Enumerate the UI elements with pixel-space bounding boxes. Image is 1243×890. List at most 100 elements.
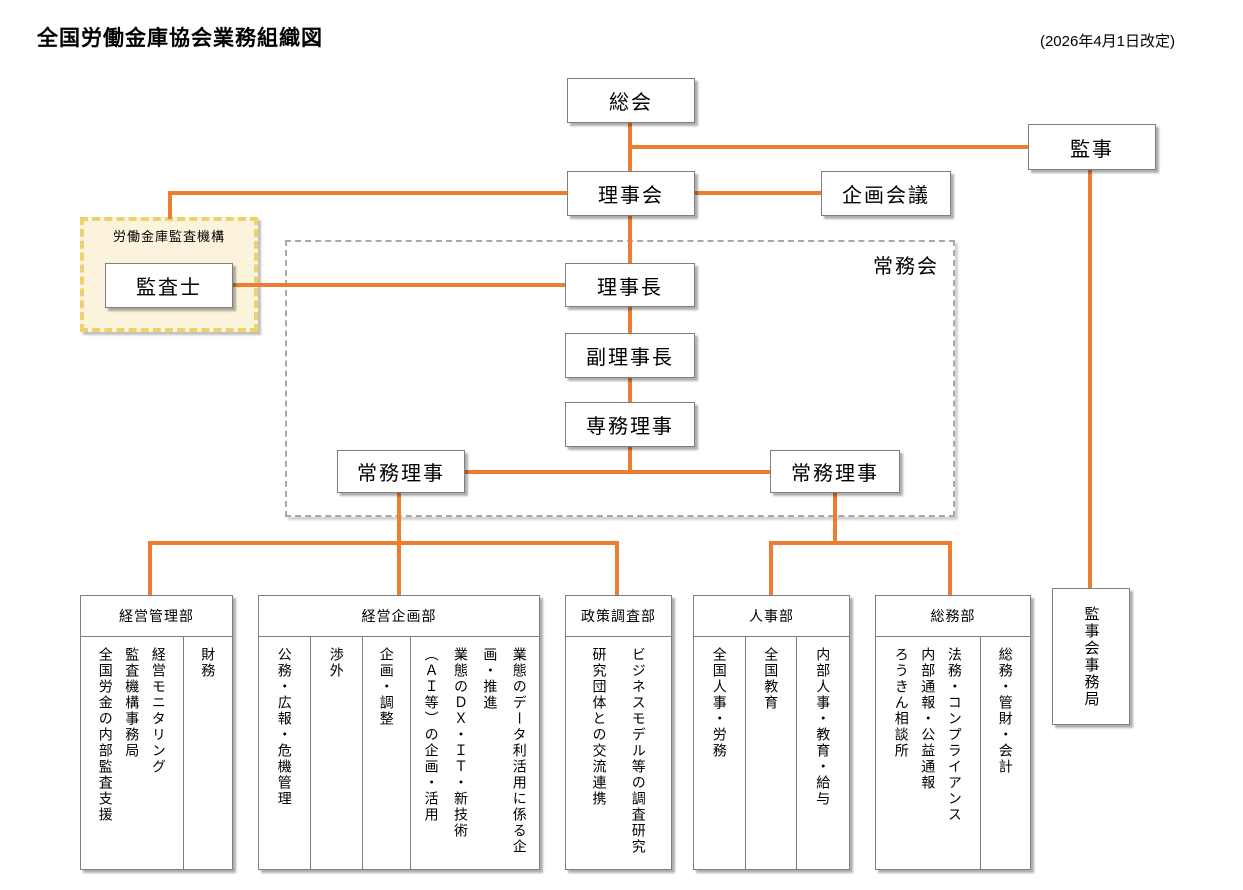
dept-function: 公務・広報・危機管理 — [276, 647, 293, 807]
dept-function: 法務・コンプライアンス — [946, 647, 963, 823]
dept-col: 経営モニタリング 監査機構事務局 全国労金の内部監査支援 — [81, 637, 184, 869]
connector-drop-keieikanri — [148, 541, 152, 595]
dept-functions: 全国教育 — [758, 647, 785, 711]
box-audit-officer: 監査士 — [105, 263, 233, 308]
box-board-of-directors: 理事会 — [567, 171, 695, 216]
dept-function: 総務・管財・会計 — [997, 647, 1014, 775]
box-senior-managing-director-label: 専務理事 — [586, 416, 674, 438]
dept-human-resources: 人事部 全国人事・労務 全国教育 内部人事・教育・給与 — [693, 595, 850, 870]
dept-general-affairs-title: 総務部 — [876, 596, 1030, 637]
connector-kansashi-rijicho — [233, 283, 565, 287]
dept-col: 公務・広報・危機管理 — [259, 637, 311, 869]
dept-col: 総務・管財・会計 — [981, 637, 1030, 869]
dept-functions: 業態のデータ利活用に係る企画・推進 業態のＤＸ・ＩＴ・新技術（ＡＩ等）の企画・活… — [416, 647, 534, 865]
dept-functions: 法務・コンプライアンス 内部通報・公益通報 ろうきん相談所 — [888, 647, 968, 823]
dept-function: 財務 — [200, 647, 217, 679]
box-managing-director-right-label: 常務理事 — [791, 463, 879, 485]
connector-drop-soumu — [948, 541, 952, 595]
dept-policy-research-body: ビジネスモデル等の調査研究 研究団体との交流連携 — [566, 637, 671, 869]
dept-general-affairs: 総務部 法務・コンプライアンス 内部通報・公益通報 ろうきん相談所 総務・管財・… — [875, 595, 1031, 870]
revision-date: (2026年4月1日改定) — [1039, 33, 1175, 50]
box-managing-director-left-label: 常務理事 — [357, 463, 445, 485]
dept-function: 内部人事・教育・給与 — [815, 647, 832, 807]
dept-col: 企画・調整 — [363, 637, 411, 869]
dept-functions: 企画・調整 — [373, 647, 400, 727]
box-planning-council-label: 企画会議 — [842, 185, 930, 207]
box-president: 理事長 — [565, 263, 695, 307]
box-senior-managing-director: 専務理事 — [565, 402, 695, 447]
dept-management-administration-body: 経営モニタリング 監査機構事務局 全国労金の内部監査支援 財務 — [81, 637, 232, 869]
connector-rijicho-fukurijicho — [628, 307, 632, 333]
box-general-meeting: 総会 — [567, 78, 695, 123]
dept-function: 業態のデータ利活用に係る企画・推進 — [482, 647, 528, 855]
connector-jomu-bridge — [465, 470, 770, 474]
box-vice-president: 副理事長 — [565, 333, 695, 378]
dept-function: 業態のＤＸ・ＩＴ・新技術（ＡＩ等）の企画・活用 — [423, 647, 469, 839]
dept-functions: 全国人事・労務 — [706, 647, 733, 759]
dept-management-administration: 経営管理部 経営モニタリング 監査機構事務局 全国労金の内部監査支援 財務 — [80, 595, 233, 870]
connector-rijikai-auditorg-h — [168, 191, 567, 195]
dept-function: 監査機構事務局 — [124, 647, 141, 759]
connector-to-kanji — [630, 145, 1028, 149]
dept-management-planning-body: 公務・広報・危機管理 渉外 企画・調整 業態のデータ利活用に係る企画・推進 業態… — [259, 637, 539, 869]
dept-policy-research: 政策調査部 ビジネスモデル等の調査研究 研究団体との交流連携 — [565, 595, 672, 870]
box-managing-director-left: 常務理事 — [337, 450, 465, 493]
box-managing-director-right: 常務理事 — [770, 450, 900, 493]
dept-functions: 内部人事・教育・給与 — [810, 647, 837, 807]
dept-col: 業態のデータ利活用に係る企画・推進 業態のＤＸ・ＩＴ・新技術（ＡＩ等）の企画・活… — [411, 637, 539, 869]
dept-function: 全国労金の内部監査支援 — [97, 647, 114, 823]
page-title: 全国労働金庫協会業務組織図 — [37, 27, 323, 50]
connector-rijikai-auditorg-v — [168, 191, 172, 219]
dept-function: 企画・調整 — [378, 647, 395, 727]
dept-col: 財務 — [184, 637, 232, 869]
dept-function: ビジネスモデル等の調査研究 — [630, 647, 647, 855]
box-audit-officer-label: 監査士 — [136, 277, 202, 299]
box-president-label: 理事長 — [597, 276, 663, 299]
box-general-meeting-label: 総会 — [609, 92, 653, 114]
box-auditors-secretariat-label: 監事会事務局 — [1082, 605, 1100, 708]
dept-management-planning-title: 経営企画部 — [259, 596, 539, 637]
connector-drop-seisaku — [615, 541, 619, 595]
dept-functions: 公務・広報・危機管理 — [271, 647, 298, 807]
dept-function: 全国教育 — [763, 647, 780, 711]
dept-function: 渉外 — [328, 647, 345, 679]
box-board-of-directors-label: 理事会 — [598, 185, 664, 207]
dept-col: 全国教育 — [746, 637, 797, 869]
connector-right-branch — [769, 541, 952, 545]
dept-col: 渉外 — [311, 637, 363, 869]
dept-function: ろうきん相談所 — [893, 647, 910, 759]
connector-kanji-jimukyoku — [1088, 170, 1092, 588]
dept-function: 研究団体との交流連携 — [591, 647, 608, 807]
dept-functions: 総務・管財・会計 — [992, 647, 1019, 775]
dept-policy-research-title: 政策調査部 — [566, 596, 671, 637]
dept-management-planning: 経営企画部 公務・広報・危機管理 渉外 企画・調整 業態のデータ利活用に係る企画… — [258, 595, 540, 870]
connector-rijikai-rijicho — [628, 216, 632, 263]
dept-general-affairs-body: 法務・コンプライアンス 内部通報・公益通報 ろうきん相談所 総務・管財・会計 — [876, 637, 1030, 869]
connector-left-branch — [148, 541, 619, 545]
dept-col: 内部人事・教育・給与 — [797, 637, 849, 869]
box-auditors-secretariat: 監事会事務局 — [1052, 588, 1130, 725]
dept-function: 全国人事・労務 — [711, 647, 728, 759]
connector-fukurijicho-senmu — [628, 378, 632, 402]
dept-human-resources-title: 人事部 — [694, 596, 849, 637]
dept-col: 法務・コンプライアンス 内部通報・公益通報 ろうきん相談所 — [876, 637, 981, 869]
dept-function: 内部通報・公益通報 — [920, 647, 937, 791]
box-auditor-label: 監事 — [1070, 138, 1114, 161]
dept-function: 経営モニタリング — [150, 647, 167, 775]
dept-functions: 財務 — [195, 647, 222, 679]
dept-col: ビジネスモデル等の調査研究 研究団体との交流連携 — [566, 637, 671, 869]
dept-functions: ビジネスモデル等の調査研究 研究団体との交流連携 — [579, 647, 657, 855]
dept-human-resources-body: 全国人事・労務 全国教育 内部人事・教育・給与 — [694, 637, 849, 869]
managing-council-label: 常務会 — [873, 256, 939, 278]
dept-functions: 渉外 — [323, 647, 350, 679]
dept-management-administration-title: 経営管理部 — [81, 596, 232, 637]
audit-organization-label: 労働金庫監査機構 — [112, 229, 225, 244]
connector-rijikai-kikakukaigi — [695, 191, 821, 195]
box-vice-president-label: 副理事長 — [586, 347, 674, 369]
dept-col: 全国人事・労務 — [694, 637, 746, 869]
dept-functions: 経営モニタリング 監査機構事務局 全国労金の内部監査支援 — [92, 647, 172, 823]
box-planning-council: 企画会議 — [821, 171, 951, 216]
connector-drop-jinji — [769, 541, 773, 595]
box-auditor: 監事 — [1028, 124, 1156, 170]
